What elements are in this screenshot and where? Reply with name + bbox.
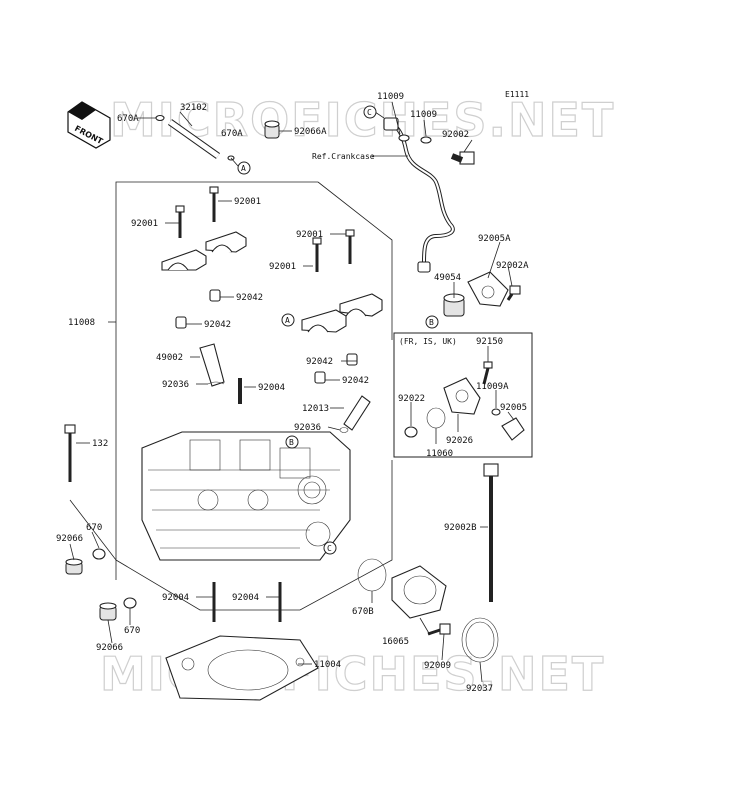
part-label: 92004 <box>232 593 259 603</box>
part-label: 92042 <box>236 293 263 303</box>
plug-92066-left <box>65 558 83 575</box>
callout-c-head: C <box>323 541 337 555</box>
part-label: 92005 <box>500 403 527 413</box>
part-label: 92002 <box>442 130 469 140</box>
part-label: 670 <box>86 523 102 533</box>
part-label: 132 <box>92 439 108 449</box>
part-label: 670A <box>117 114 139 124</box>
bolt-92150 <box>482 361 493 385</box>
screw-92009 <box>427 623 451 636</box>
part-label: 92001 <box>296 230 323 240</box>
plug-92066a <box>264 120 280 139</box>
part-label: 92001 <box>131 219 158 229</box>
gasket-11004 <box>165 635 319 701</box>
part-label: 12013 <box>302 404 329 414</box>
bolt-132 <box>64 424 76 482</box>
bolt-92002a <box>506 285 521 301</box>
part-label: 670A <box>221 129 243 139</box>
part-label: 92004 <box>258 383 285 393</box>
dowels-92042 <box>175 289 358 384</box>
part-label: 49002 <box>156 353 183 363</box>
part-label: 92002B <box>444 523 477 533</box>
leader-lines <box>69 101 515 683</box>
part-label: 92036 <box>294 423 321 433</box>
o-ring-670b <box>357 558 387 592</box>
watermark-top: MICROFICHES.NET <box>110 93 615 147</box>
part-label: 49054 <box>434 273 461 283</box>
part-label: 92022 <box>398 394 425 404</box>
dowel-pin-32102 <box>167 119 221 159</box>
callout-c-top: C <box>363 105 377 119</box>
camshaft-caps <box>161 231 383 333</box>
part-label: 670B <box>352 607 374 617</box>
oil-pipe <box>383 117 455 273</box>
housing-92026 <box>443 377 481 415</box>
part-label: 92009 <box>424 661 451 671</box>
part-label: 92066 <box>96 643 123 653</box>
callout-b-right: B <box>425 315 439 329</box>
svg-text:C: C <box>367 108 372 117</box>
part-label: 16065 <box>382 637 409 647</box>
o-ring-670-left <box>92 548 106 560</box>
part-label: 92042 <box>342 376 369 386</box>
part-label: 670 <box>124 626 140 636</box>
clip-92036 <box>207 381 225 385</box>
fitting-92005a <box>467 271 509 307</box>
part-label: 92002A <box>496 261 529 271</box>
part-label: 92026 <box>446 436 473 446</box>
ref-crankcase-label: Ref.Crankcase <box>312 152 375 161</box>
callout-b-head: B <box>285 435 299 449</box>
washer-11009-b <box>420 136 432 144</box>
part-label: 92066A <box>294 127 327 137</box>
ring-92036-right <box>339 427 349 433</box>
part-label: 11009 <box>410 110 437 120</box>
part-label: 92150 <box>476 337 503 347</box>
fitting-92005 <box>501 417 525 441</box>
part-label: 92042 <box>306 357 333 367</box>
part-label: 11004 <box>314 660 341 670</box>
svg-text:A: A <box>241 164 246 173</box>
part-label: 92001 <box>234 197 261 207</box>
svg-text:C: C <box>327 544 332 553</box>
part-label: 11009 <box>377 92 404 102</box>
diagram-code: E1111 <box>505 90 529 99</box>
o-ring-670-bottom <box>123 597 137 609</box>
region-box-label: (FR, IS, UK) <box>399 337 457 346</box>
part-label: 11009A <box>476 382 509 392</box>
part-label: 92066 <box>56 534 83 544</box>
head-assembly-outline <box>69 181 393 611</box>
part-label: 11008 <box>68 318 95 328</box>
plug-92066-bottom <box>99 602 117 621</box>
svg-text:A: A <box>285 316 290 325</box>
part-label: 92036 <box>162 380 189 390</box>
bolt-92002b <box>483 463 499 602</box>
callout-a-mid: A <box>281 313 295 327</box>
callout-a-top: A <box>237 161 251 175</box>
part-label: 92001 <box>269 262 296 272</box>
o-ring-670a-top <box>155 114 165 122</box>
part-label: 92004 <box>162 593 189 603</box>
svg-text:B: B <box>289 438 294 447</box>
cylinder-head <box>141 431 351 561</box>
front-arrow-icon: FRONT <box>67 101 111 149</box>
region-box: (FR, IS, UK) <box>393 332 533 458</box>
guide-49002 <box>199 343 225 387</box>
part-label: 11060 <box>426 449 453 459</box>
part-label: 92042 <box>204 320 231 330</box>
ring-11060 <box>426 407 446 429</box>
bolt-92002 <box>450 151 475 165</box>
part-label: 32102 <box>180 103 207 113</box>
part-label: 92037 <box>466 684 493 694</box>
part-labels: 670A 32102 670A 92066A 11009 11009 92002… <box>56 92 529 694</box>
bolts-92001 <box>175 186 355 272</box>
svg-text:B: B <box>429 318 434 327</box>
plunger-12013 <box>343 395 371 431</box>
washer-11009a <box>491 408 501 416</box>
washer-11009-a <box>398 134 410 142</box>
washer-92022 <box>404 426 418 438</box>
part-label: 92005A <box>478 234 511 244</box>
holder-16065 <box>391 565 447 619</box>
